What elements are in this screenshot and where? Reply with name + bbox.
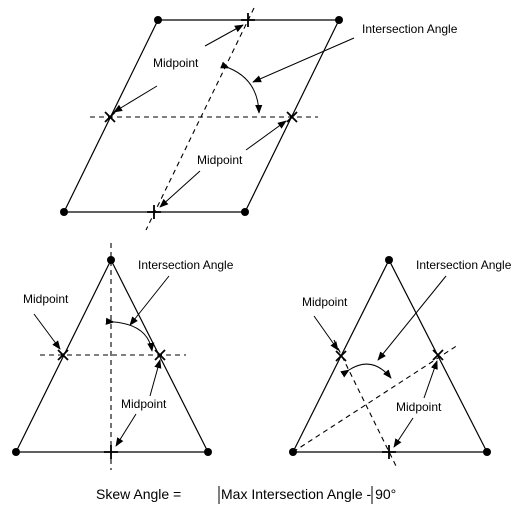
right-triangle-midpoint-pointer-bottom [393,417,414,448]
left-triangle-midpoint-pointer-right [149,359,162,397]
right-triangle-midline-steep [333,339,398,469]
quad-midpoint-top [241,13,255,27]
left-triangle-midpoint-right [154,349,166,361]
right-triangle-midpoint-label-top: Midpoint [302,295,348,309]
quad-intersection-angle-label: Intersection Angle [362,22,458,36]
quad-node-bottom-right [241,208,249,216]
right-triangle-outline [292,258,488,453]
left-triangle-midpoint-label-bottom: Midpoint [121,397,167,411]
right-triangle-midpoint-pointer-right [423,360,438,399]
skew-angle-formula: Skew Angle = Max Intersection Angle - 90… [96,486,396,504]
quad-midpoint-label-bottom: Midpoint [197,153,243,167]
right-triangle-intersection-angle-label: Intersection Angle [416,258,512,272]
quad-node-bottom-left [60,208,68,216]
left-triangle-midpoint-pointer-bottom [115,413,137,447]
quad-midpoint-pointer-bottom [159,170,201,208]
formula-rhs: Max Intersection Angle - 90° [221,486,396,502]
quad-node-top-right [335,16,343,24]
left-triangle-node-bottom-left [12,448,20,456]
right-triangle-node-apex [385,256,393,264]
left-triangle-midpoint-label-top: Midpoint [23,292,69,306]
quad-midpoint-left [104,111,116,123]
quad-midpoint-pointer-left [113,85,158,113]
right-triangle-midpoint-pointer-left [313,315,339,351]
left-triangle-figure: Intersection Angle Midpoint Midpoint [12,243,234,470]
left-triangle-angle-arc [105,317,155,352]
right-triangle-figure: Intersection Angle Midpoint Midpoint [289,256,512,469]
quad-midline-vertical [145,7,255,231]
left-triangle-intersection-angle-pointer [129,275,170,326]
left-triangle-intersection-angle-label: Intersection Angle [138,258,234,272]
right-triangle-node-bottom-left [289,448,297,456]
right-triangle-intersection-angle-pointer [377,275,447,361]
quad-midpoint-label-top: Midpoint [153,56,199,70]
quadrilateral-figure: Intersection Angle Midpoint Midpoint [60,7,458,231]
right-triangle-midpoint-left [335,350,347,362]
left-triangle-midpoint-bottom [104,445,118,459]
right-triangle-midpoint-bottom [382,445,396,459]
quad-midpoint-pointer-top [204,24,244,47]
left-triangle-node-apex [107,256,115,264]
left-triangle-midpoint-left [57,349,69,361]
quad-midpoint-pointer-right [245,120,287,151]
quad-node-top-left [154,16,162,24]
right-triangle-angle-arc [340,363,392,379]
left-triangle-outline [15,258,209,453]
left-triangle-node-bottom-right [204,448,212,456]
left-triangle-midpoint-pointer-left [33,313,61,350]
right-triangle-midpoint-label-bottom: Midpoint [396,400,442,414]
quad-intersection-angle-pointer [252,37,355,83]
quad-midpoint-bottom [147,205,161,219]
quad-angle-arc [220,61,263,114]
right-triangle-midpoint-right [432,349,444,361]
quad-midpoint-right [286,111,298,123]
right-triangle-midline-diagonal [292,344,459,453]
right-triangle-node-bottom-right [483,448,491,456]
formula-lhs: Skew Angle = [96,486,181,502]
